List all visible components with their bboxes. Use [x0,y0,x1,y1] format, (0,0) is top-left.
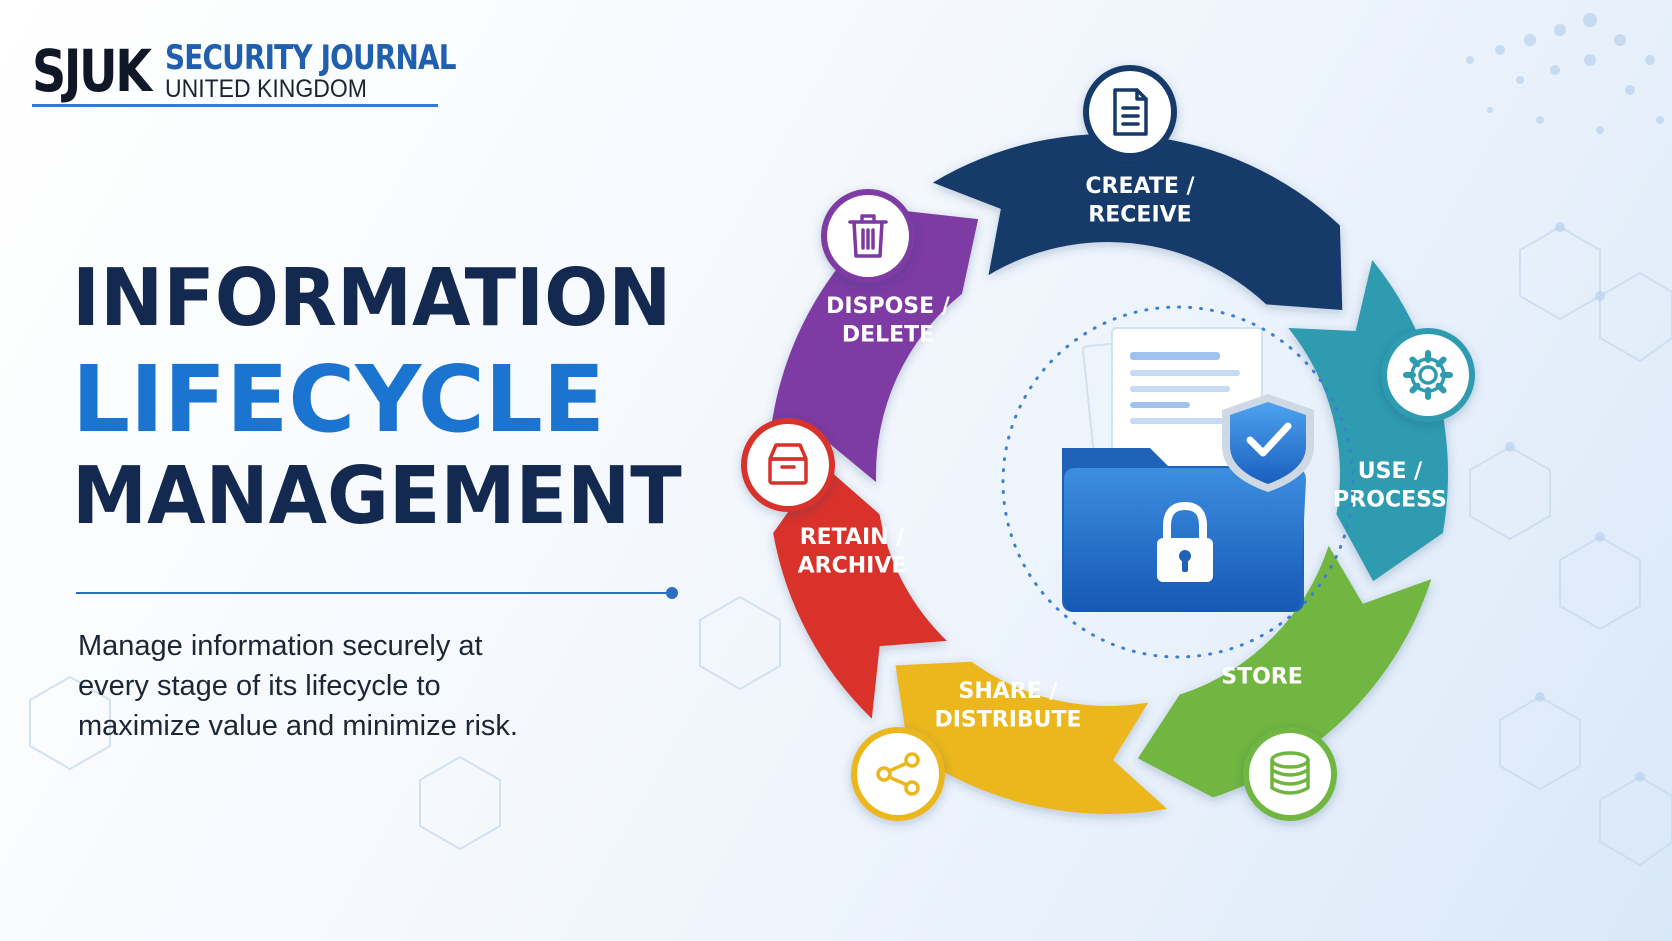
stage-label-line-2: PROCESS [1333,487,1447,512]
lifecycle-segment [1137,545,1432,798]
stage-label: RETAIN / ARCHIVE [798,525,907,579]
stage-label-line-1: STORE [1221,665,1303,690]
document-icon [1083,65,1177,159]
stage-label-line-2: RECEIVE [1088,202,1191,227]
stage-label-line-1: CREATE / [1085,174,1195,199]
logo-underline [32,104,438,107]
lock-icon [1157,501,1213,582]
database-icon [1243,727,1337,821]
stage-label: STORE [1221,665,1303,690]
stage-label-line-2: DISTRIBUTE [934,707,1081,732]
dotted-ring [1001,305,1355,659]
trash-icon [821,189,915,283]
headline-line-1: INFORMATION [72,252,672,344]
headline-line-2: LIFECYCLE [72,346,606,453]
logo-mark: SJUK [32,37,152,105]
brand-logo: SJUK SECURITY JOURNAL UNITED KINGDOM [32,34,457,108]
stage-label: USE / PROCESS [1333,459,1447,513]
stage-label: DISPOSE / DELETE [826,294,951,348]
tagline: Manage information securely at every sta… [78,630,518,742]
shield-check-icon [1222,394,1314,492]
stage-label-line-1: USE / [1358,459,1423,484]
secure-folder-icon [1062,327,1314,612]
logo-subtitle: UNITED KINGDOM [165,75,367,103]
gear-icon [1381,328,1475,422]
lifecycle-segment [932,134,1343,310]
stage-label: SHARE / DISTRIBUTE [934,679,1081,733]
stage-label-line-1: SHARE / [959,679,1059,704]
stage-label-line-1: DISPOSE / [826,294,951,319]
stage-label-line-1: RETAIN / [800,525,906,550]
headline-divider [76,592,674,594]
logo-title: SECURITY JOURNAL [165,38,457,78]
lifecycle-segment [773,464,947,719]
lifecycle-segment [895,661,1168,815]
divider-dot [666,587,678,599]
stage-label: CREATE / RECEIVE [1085,174,1195,228]
lifecycle-segment [768,209,979,486]
center-graphic [1001,305,1355,659]
headline-line-3: MANAGEMENT [72,450,682,542]
share-icon [851,727,945,821]
archive-box-icon [741,418,835,512]
stage-label-line-2: DELETE [842,322,934,347]
stage-label-line-2: ARCHIVE [798,553,907,578]
